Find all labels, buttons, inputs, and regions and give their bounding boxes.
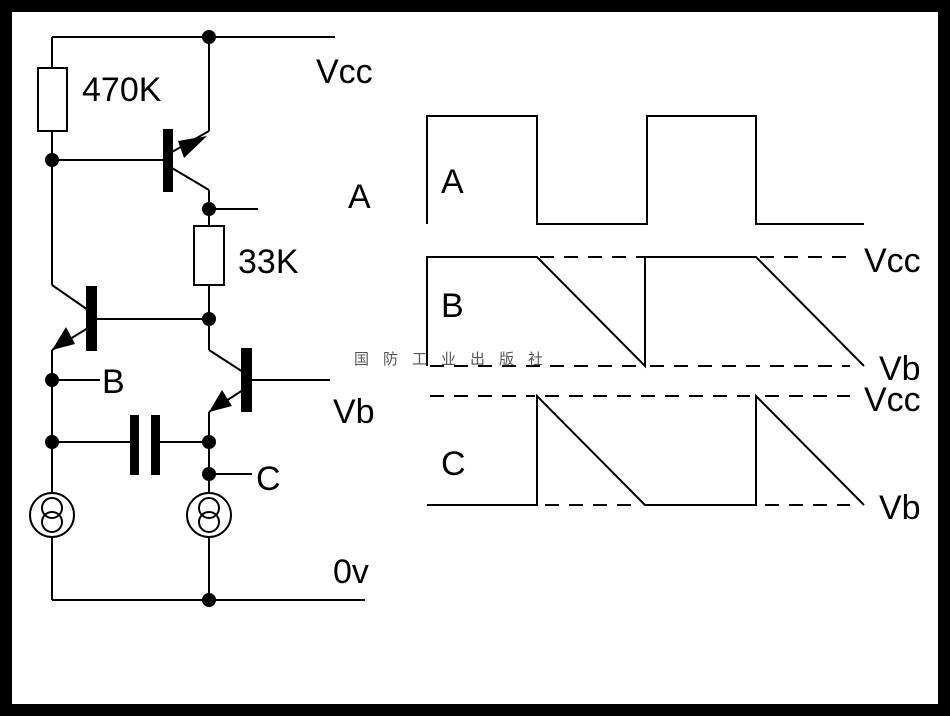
waveform-a-label: A xyxy=(441,163,464,201)
capacitor-plate-right xyxy=(151,415,160,475)
zero-volt-label: 0v xyxy=(333,553,369,591)
transistor-q1-base xyxy=(163,129,173,192)
waveform-a-label-left: A xyxy=(348,178,371,216)
vb-label: Vb xyxy=(333,393,375,431)
junction-dots xyxy=(45,30,216,607)
waveform-c-vb-label: Vb xyxy=(879,489,921,527)
resistor-33k xyxy=(193,225,225,286)
q2-emitter-arrow xyxy=(52,327,75,350)
waveform-b xyxy=(426,256,865,369)
resistor-470k xyxy=(37,67,68,132)
q1-emitter-arrow xyxy=(178,136,207,158)
watermark: 国防工业出版社 xyxy=(354,350,557,368)
waveform-b-label: B xyxy=(441,287,464,325)
transistor-q3-base xyxy=(241,348,252,412)
diagram-frame xyxy=(12,12,938,704)
waveform-c-label: C xyxy=(441,445,466,483)
node-c-label: C xyxy=(256,460,281,498)
waveform-c-vcc-label: Vcc xyxy=(864,381,921,419)
transistor-q2-base xyxy=(86,286,97,351)
r2-label: 33K xyxy=(238,243,299,281)
q3-emitter-arrow xyxy=(209,390,232,412)
current-source-left xyxy=(29,492,75,538)
waveform-b-vb-label: Vb xyxy=(879,350,921,388)
waveform-a xyxy=(426,115,864,225)
node-b-label: B xyxy=(102,363,125,401)
waveform-c xyxy=(427,393,865,506)
r1-label: 470K xyxy=(82,71,162,109)
current-source-right xyxy=(186,492,232,538)
waveform-b-vcc-label: Vcc xyxy=(864,242,921,280)
capacitor-plate-left xyxy=(130,415,139,475)
vcc-label: Vcc xyxy=(316,53,373,91)
